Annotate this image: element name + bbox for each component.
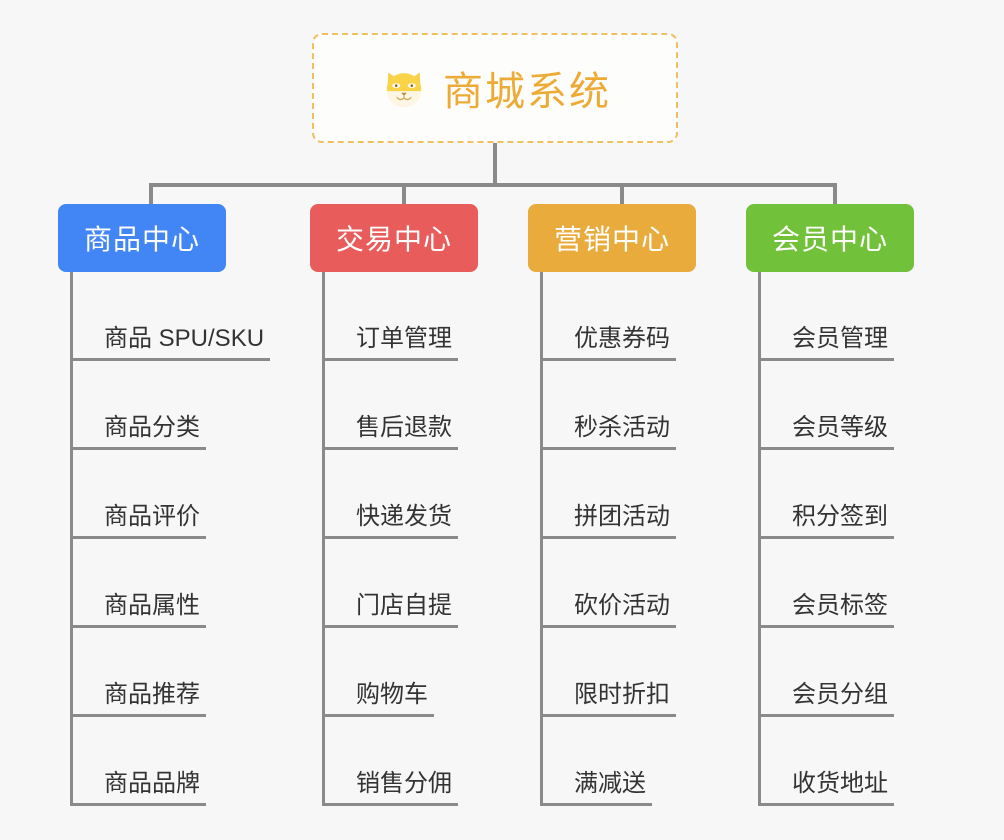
leaf-label: 限时折扣 <box>540 681 676 717</box>
leaf-item[interactable]: 售后退款 <box>322 361 458 450</box>
leaf-item[interactable]: 会员管理 <box>758 272 894 361</box>
leaf-item[interactable]: 商品属性 <box>70 539 270 628</box>
leaf-label: 销售分佣 <box>322 770 458 806</box>
leaf-label: 积分签到 <box>758 503 894 539</box>
leaf-label: 商品属性 <box>70 592 206 628</box>
connector-root-stem <box>493 143 497 185</box>
connector-horizontal-bus <box>149 183 835 187</box>
branch-trade-center: 交易中心 订单管理 售后退款 快递发货 门店自提 购物车 销售分佣 <box>310 204 479 806</box>
leaf-item[interactable]: 门店自提 <box>322 539 458 628</box>
leaf-label: 商品 SPU/SKU <box>70 325 271 361</box>
leaf-item[interactable]: 快递发货 <box>322 450 458 539</box>
leaf-label: 售后退款 <box>322 414 458 450</box>
leaf-item[interactable]: 拼团活动 <box>540 450 676 539</box>
leaf-label: 会员等级 <box>758 414 894 450</box>
branch-spine <box>70 272 73 806</box>
leaf-item[interactable]: 收货地址 <box>758 717 894 806</box>
branch-spine <box>322 272 325 806</box>
shiba-dog-face-icon <box>379 63 429 113</box>
branch-header-trade-center[interactable]: 交易中心 <box>310 204 479 272</box>
leaf-item[interactable]: 积分签到 <box>758 450 894 539</box>
leaf-label: 订单管理 <box>322 325 458 361</box>
leaf-label: 满减送 <box>540 770 652 806</box>
leaf-label: 收货地址 <box>758 770 894 806</box>
branch-header-label: 商品中心 <box>84 224 201 255</box>
leaf-item[interactable]: 商品分类 <box>70 361 270 450</box>
leaf-list: 优惠券码 秒杀活动 拼团活动 砍价活动 限时折扣 满减送 <box>540 272 676 806</box>
leaf-item[interactable]: 会员标签 <box>758 539 894 628</box>
connector-drop-branch-4 <box>833 183 837 206</box>
branch-header-label: 会员中心 <box>772 224 889 255</box>
leaf-item[interactable]: 销售分佣 <box>322 717 458 806</box>
leaf-list: 商品 SPU/SKU 商品分类 商品评价 商品属性 商品推荐 商品品牌 <box>70 272 271 806</box>
leaf-item[interactable]: 砍价活动 <box>540 539 676 628</box>
branch-member-center: 会员中心 会员管理 会员等级 积分签到 会员标签 会员分组 收货地址 <box>746 204 915 806</box>
leaf-list: 会员管理 会员等级 积分签到 会员标签 会员分组 收货地址 <box>758 272 894 806</box>
connector-drop-branch-3 <box>620 183 624 206</box>
leaf-label: 秒杀活动 <box>540 414 676 450</box>
leaf-label: 商品分类 <box>70 414 206 450</box>
leaf-item[interactable]: 限时折扣 <box>540 628 676 717</box>
leaf-label: 商品品牌 <box>70 770 206 806</box>
leaf-item[interactable]: 会员分组 <box>758 628 894 717</box>
leaf-label: 拼团活动 <box>540 503 676 539</box>
leaf-label: 砍价活动 <box>540 592 676 628</box>
connector-drop-branch-1 <box>149 183 153 206</box>
leaf-label: 会员标签 <box>758 592 894 628</box>
branch-header-product-center[interactable]: 商品中心 <box>58 204 227 272</box>
branch-header-marketing-center[interactable]: 营销中心 <box>528 204 697 272</box>
leaf-item[interactable]: 会员等级 <box>758 361 894 450</box>
connector-drop-branch-2 <box>402 183 406 206</box>
leaf-item[interactable]: 秒杀活动 <box>540 361 676 450</box>
branch-marketing-center: 营销中心 优惠券码 秒杀活动 拼团活动 砍价活动 限时折扣 满减送 <box>528 204 697 806</box>
leaf-label: 快递发货 <box>322 503 458 539</box>
leaf-item[interactable]: 优惠券码 <box>540 272 676 361</box>
branch-header-label: 营销中心 <box>554 224 671 255</box>
leaf-label: 商品评价 <box>70 503 206 539</box>
root-title: 商城系统 <box>443 70 611 114</box>
leaf-item[interactable]: 商品 SPU/SKU <box>70 272 271 361</box>
leaf-item[interactable]: 商品评价 <box>70 450 270 539</box>
branch-spine <box>758 272 761 806</box>
branch-header-label: 交易中心 <box>336 224 453 255</box>
leaf-item[interactable]: 商品品牌 <box>70 717 270 806</box>
leaf-item[interactable]: 订单管理 <box>322 272 458 361</box>
branch-product-center: 商品中心 商品 SPU/SKU 商品分类 商品评价 商品属性 商品推荐 商品品牌 <box>58 204 271 806</box>
leaf-list: 订单管理 售后退款 快递发货 门店自提 购物车 销售分佣 <box>322 272 458 806</box>
branch-spine <box>540 272 543 806</box>
leaf-item[interactable]: 购物车 <box>322 628 458 717</box>
leaf-label: 商品推荐 <box>70 681 206 717</box>
branch-header-member-center[interactable]: 会员中心 <box>746 204 915 272</box>
leaf-label: 购物车 <box>322 681 434 717</box>
leaf-label: 会员管理 <box>758 325 894 361</box>
root-node[interactable]: 商城系统 <box>312 33 678 143</box>
leaf-label: 会员分组 <box>758 681 894 717</box>
leaf-item[interactable]: 满减送 <box>540 717 676 806</box>
leaf-label: 门店自提 <box>322 592 458 628</box>
leaf-label: 优惠券码 <box>540 325 676 361</box>
leaf-item[interactable]: 商品推荐 <box>70 628 270 717</box>
